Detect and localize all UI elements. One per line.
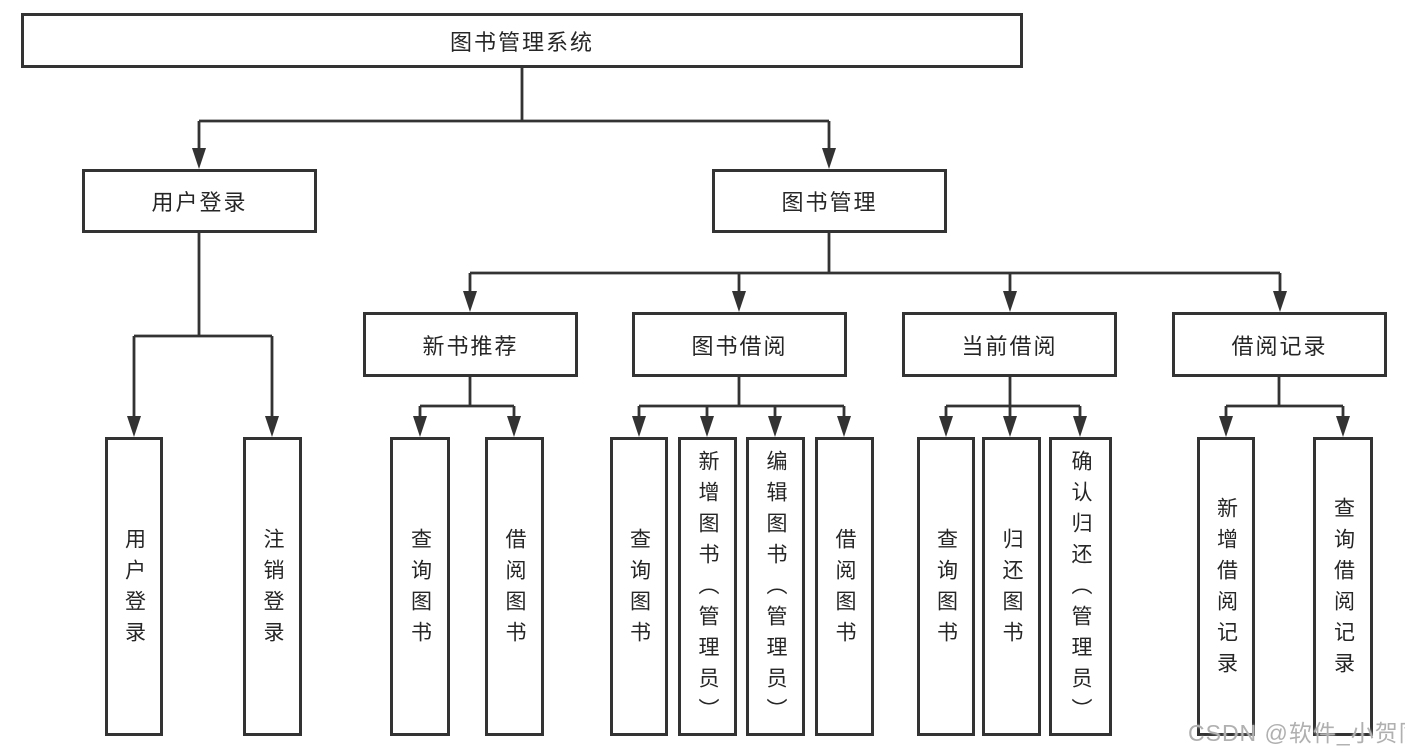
leaf-edit-book-admin: 编辑图书（管理员） <box>746 437 805 736</box>
node-root-system: 图书管理系统 <box>21 13 1023 68</box>
leaf-borrow-books: 借阅图书 <box>815 437 874 736</box>
leaf-return-books: 归还图书 <box>982 437 1041 736</box>
node-book-management: 图书管理 <box>712 169 947 233</box>
node-book-borrow: 图书借阅 <box>632 312 847 377</box>
leaf-recommend-query-books: 查询图书 <box>390 437 450 736</box>
leaf-recommend-borrow-books: 借阅图书 <box>485 437 544 736</box>
leaf-user-login: 用户登录 <box>105 437 163 736</box>
node-current-borrow: 当前借阅 <box>902 312 1117 377</box>
node-borrow-records: 借阅记录 <box>1172 312 1387 377</box>
connector-paths <box>132 68 1345 419</box>
leaf-borrow-query-books: 查询图书 <box>610 437 668 736</box>
node-new-book-recommend: 新书推荐 <box>363 312 578 377</box>
leaf-current-query-books: 查询图书 <box>917 437 975 736</box>
leaf-logout: 注销登录 <box>243 437 302 736</box>
arrowheads <box>127 148 1350 437</box>
node-user-login: 用户登录 <box>82 169 317 233</box>
leaf-query-borrow-record: 查询借阅记录 <box>1313 437 1373 736</box>
leaf-confirm-return-admin: 确认归还（管理员） <box>1049 437 1112 736</box>
leaf-add-borrow-record: 新增借阅记录 <box>1197 437 1255 736</box>
leaf-add-book-admin: 新增图书（管理员） <box>678 437 737 736</box>
csdn-watermark: CSDN @软件_小贺同学 <box>1188 720 1405 746</box>
